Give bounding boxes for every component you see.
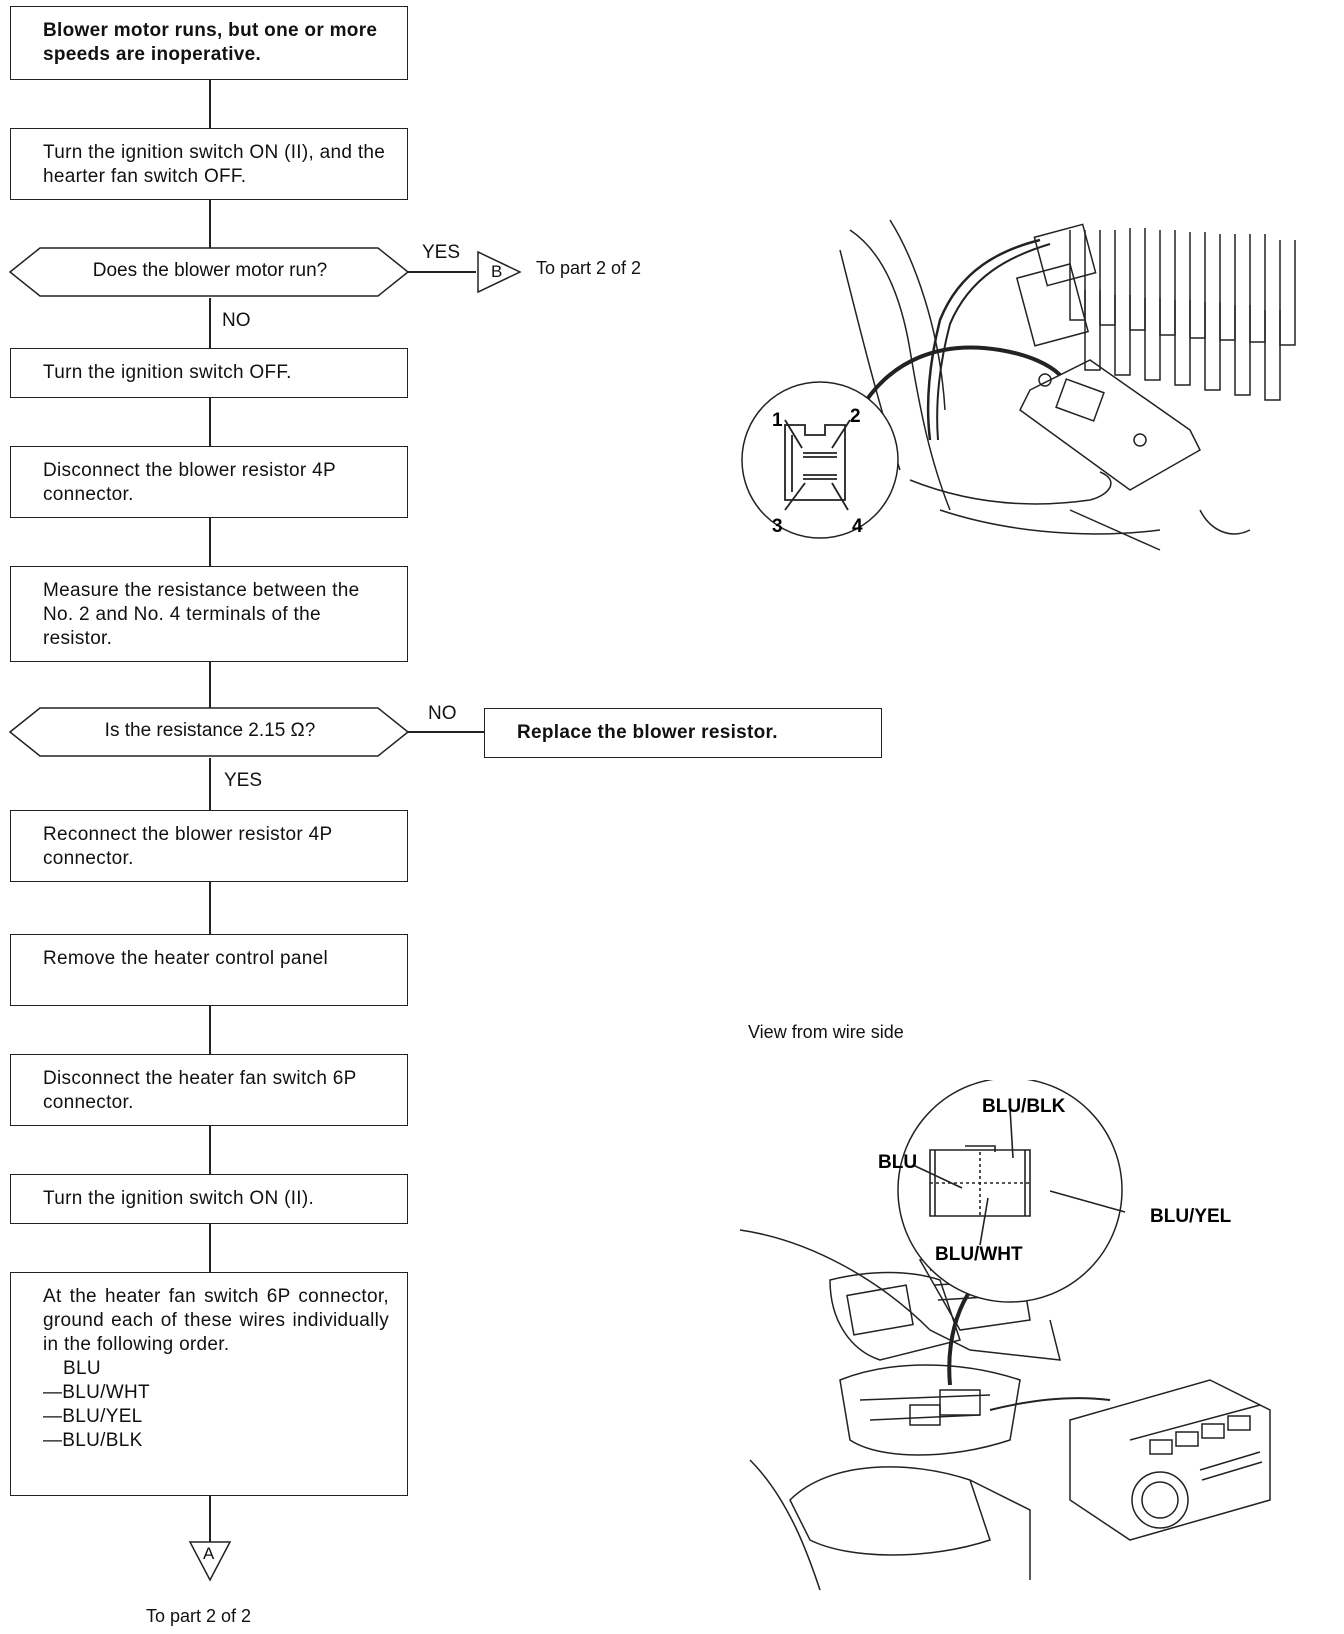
wire-item: —BLU/BLK [43,1430,143,1451]
step-text: Disconnect the blower resistor 4P connec… [43,460,336,505]
heater-control-panel-illustration: BLU/BLK BLU BLU/YEL BLU/WHT [739,1080,1271,1591]
yes-label-2: YES [224,770,263,791]
terminal-3-label: 3 [772,516,783,537]
step-box-ignition-on: Turn the ignition switch ON (II), and th… [10,128,408,200]
step-box-measure-resistance: Measure the resistance between the No. 2… [10,566,408,662]
connector-line [209,200,211,248]
wire-item: BLU [63,1358,101,1379]
no-label: NO [222,310,251,331]
no-label-2: NO [428,703,457,724]
step-text: Reconnect the blower resistor 4P connect… [43,824,333,869]
offpage-connector-b-icon [477,250,522,294]
step-box-disconnect-resistor: Disconnect the blower resistor 4P connec… [10,446,408,518]
step-box-ground-wires: At the heater fan switch 6P connector, g… [10,1272,408,1496]
connector-line [209,398,211,446]
label-blu-wht: BLU/WHT [935,1244,1023,1265]
step-text: Remove the heater control panel [43,948,328,969]
connector-line [209,1006,211,1054]
step-text: Turn the ignition switch OFF. [43,362,292,383]
view-caption: View from wire side [748,1022,904,1042]
connector-line [209,882,211,934]
step-text: Disconnect the heater fan switch 6P conn… [43,1068,357,1113]
terminal-1-label: 1 [772,410,783,431]
no-branch-line [408,731,484,733]
connector-line [209,1126,211,1174]
label-blu-blk: BLU/BLK [982,1096,1066,1117]
step-text: Turn the ignition switch ON (II), and th… [43,142,386,187]
start-box: Blower motor runs, but one or more speed… [10,6,408,80]
wire-item: —BLU/WHT [43,1382,150,1403]
offpage-connector-a-icon [188,1541,232,1582]
connector-line [209,1224,211,1272]
label-blu-yel: BLU/YEL [1150,1206,1232,1227]
step-box-ignition-off: Turn the ignition switch OFF. [10,348,408,398]
step-text: Turn the ignition switch ON (II). [43,1188,315,1209]
replace-text: Replace the blower resistor. [517,722,778,743]
connector-line [209,80,211,128]
step-box-reconnect-resistor: Reconnect the blower resistor 4P connect… [10,810,408,882]
connector-line [209,758,211,810]
to-part-a: To part 2 of 2 [146,1606,252,1626]
wire-item: —BLU/YEL [43,1406,143,1427]
to-part-b: To part 2 of 2 [536,258,642,278]
connector-b-letter: B [491,262,503,281]
replace-resistor-box: Replace the blower resistor. [484,708,882,758]
step-box-disconnect-fan-switch: Disconnect the heater fan switch 6P conn… [10,1054,408,1126]
decision-blower-runs: Does the blower motor run? [92,260,328,281]
yes-branch-line [408,271,476,273]
connector-line [209,518,211,566]
blower-resistor-illustration: 1 2 3 4 [741,219,1296,551]
connector-a-letter: A [203,1544,215,1563]
step-text: Measure the resistance between the No. 2… [43,580,360,649]
decision-resistance: Is the resistance 2.15 Ω? [104,720,316,741]
step-box-remove-panel: Remove the heater control panel [10,934,408,1006]
start-text: Blower motor runs, but one or more speed… [43,20,378,65]
connector-line [209,298,211,348]
terminal-2-label: 2 [850,406,861,427]
terminal-4-label: 4 [852,516,863,537]
yes-label: YES [422,242,461,263]
step-text: At the heater fan switch 6P connector, g… [43,1286,389,1355]
step-box-ignition-on-2: Turn the ignition switch ON (II). [10,1174,408,1224]
connector-line [209,1496,211,1542]
connector-line [209,662,211,708]
label-blu: BLU [878,1152,917,1173]
